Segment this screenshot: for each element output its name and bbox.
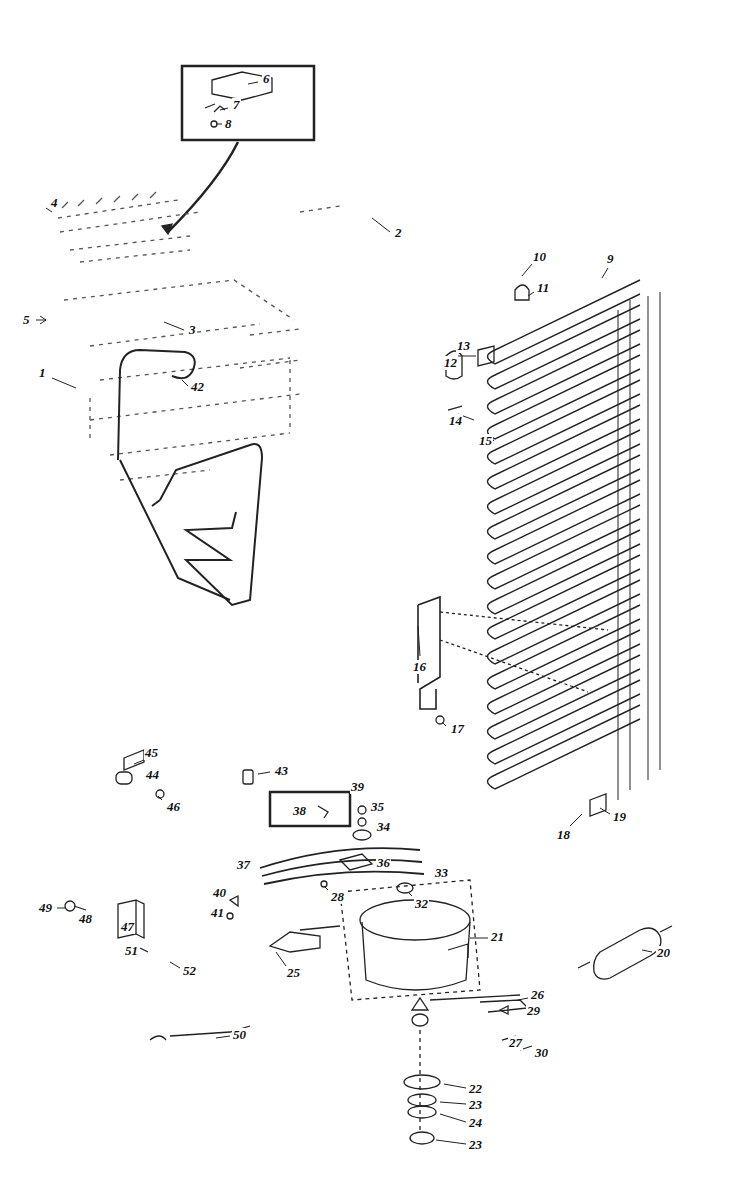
callout-number: 41 [210, 906, 225, 920]
callout-number: 45 [144, 746, 159, 760]
callout-number: 20 [656, 946, 671, 960]
callout-number: 11 [536, 281, 550, 295]
callout-number: 35 [370, 800, 385, 814]
callout-number: 1 [38, 366, 47, 380]
callout-number: 17 [450, 722, 465, 736]
callout-number: 38 [292, 804, 307, 818]
callout-number: 7 [232, 98, 241, 112]
callout-number: 26 [530, 988, 545, 1002]
callout-number: 22 [468, 1082, 483, 1096]
callout-number: 37 [236, 858, 251, 872]
callout-number: 18 [556, 828, 571, 842]
callout-number: 25 [286, 966, 301, 980]
callout-number: 23 [468, 1098, 483, 1112]
condenser-tube [488, 355, 641, 439]
condenser-tube [488, 505, 641, 589]
callout-number: 47 [120, 920, 135, 934]
callout-number: 33 [434, 866, 449, 880]
condenser-tube [488, 655, 641, 739]
condenser-tube [488, 455, 641, 539]
condenser-tube [488, 605, 641, 689]
callout-number: 52 [182, 964, 197, 978]
callout-number: 14 [448, 414, 463, 428]
callout-number: 51 [124, 944, 139, 958]
callout-number: 32 [414, 897, 429, 911]
condenser-tube [488, 280, 641, 364]
condenser-tube [488, 430, 641, 514]
callout-number: 39 [350, 780, 365, 794]
callout-number: 13 [456, 339, 471, 353]
condenser-tube [488, 580, 641, 664]
condenser-tube [488, 555, 641, 639]
callout-number: 44 [145, 768, 160, 782]
condenser-tube [488, 630, 641, 714]
callout-number: 5 [22, 313, 31, 327]
callout-number: 40 [212, 886, 227, 900]
callout-number: 8 [224, 117, 233, 131]
callout-number: 23 [468, 1138, 483, 1152]
callout-number: 9 [606, 252, 615, 266]
callout-number: 6 [262, 72, 271, 86]
callout-number: 28 [330, 890, 345, 904]
callout-number: 10 [532, 250, 547, 264]
callout-number: 19 [612, 810, 627, 824]
callout-number: 34 [376, 820, 391, 834]
condenser-tube [488, 405, 641, 489]
condenser-tube [488, 705, 641, 789]
callout-number: 50 [232, 1028, 247, 1042]
callout-number: 2 [394, 226, 403, 240]
condenser-tube [488, 330, 641, 414]
callout-number: 36 [376, 856, 391, 870]
callout-number: 21 [490, 930, 505, 944]
callout-number: 46 [166, 800, 181, 814]
callout-number: 24 [468, 1116, 483, 1130]
callout-number: 16 [412, 660, 427, 674]
condenser-tube [488, 305, 641, 389]
condenser-tube [488, 380, 641, 464]
condenser-tube [488, 530, 641, 614]
callout-number: 27 [508, 1036, 523, 1050]
condenser-tube [488, 680, 641, 764]
callout-number: 49 [38, 901, 53, 915]
callout-number: 4 [50, 196, 59, 210]
callout-number: 15 [478, 434, 493, 448]
callout-number: 43 [274, 764, 289, 778]
condenser-tube [488, 480, 641, 564]
callout-number: 42 [190, 380, 205, 394]
callout-number: 3 [188, 323, 197, 337]
callout-number: 30 [534, 1046, 549, 1060]
callout-number: 29 [526, 1004, 541, 1018]
callout-number: 48 [78, 912, 93, 926]
callout-number: 12 [443, 356, 458, 370]
